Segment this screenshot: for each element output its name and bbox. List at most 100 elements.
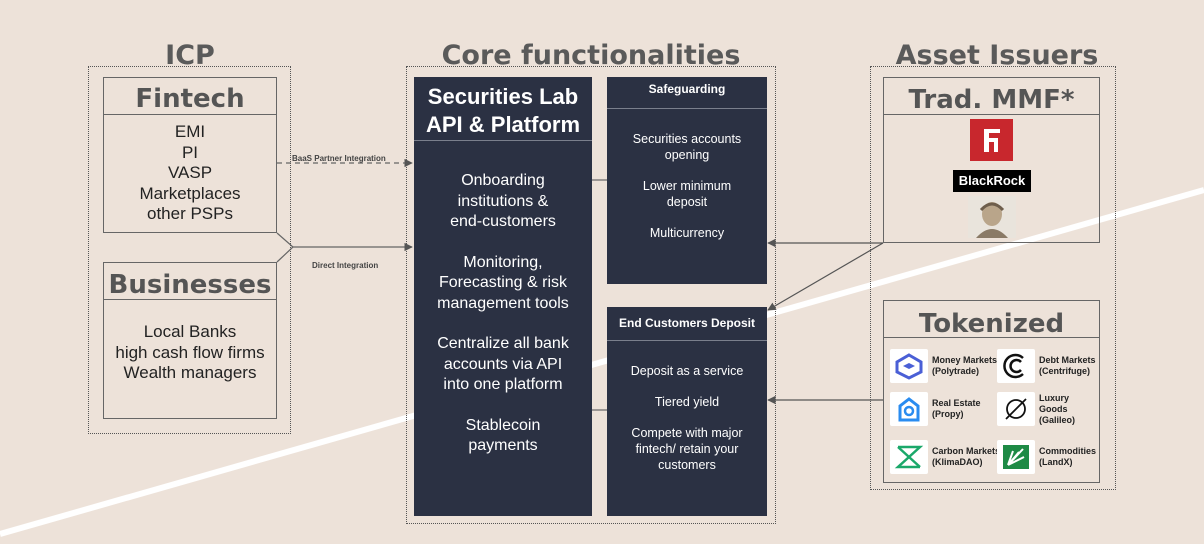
galileo-icon <box>997 392 1035 426</box>
tokenized-label-line: Debt Markets <box>1039 355 1096 365</box>
safeguarding-title: Safeguarding <box>607 77 767 109</box>
tokenized-label-line: (LandX) <box>1039 457 1073 467</box>
tokenized-label-line: (Propy) <box>932 409 964 419</box>
fintech-box: Fintech EMI PI VASP Marketplaces other P… <box>103 77 277 233</box>
tokenized-label-line: Money Markets <box>932 355 998 365</box>
safeguarding-item: Lower minimum deposit <box>607 178 767 210</box>
platform-item-line: payments <box>468 437 538 454</box>
fintech-item: other PSPs <box>147 204 233 223</box>
platform-title: Securities Lab API & Platform <box>414 77 592 141</box>
fintech-item: PI <box>181 142 199 162</box>
platform-item-line: Centralize all bank <box>437 335 569 352</box>
decorative-diagonal-line <box>0 187 1204 537</box>
tokenized-item-carbon-markets: Carbon Markets (KlimaDAO) <box>890 440 1000 474</box>
tokenized-label-line: (Galileo) <box>1039 414 1076 425</box>
tokenized-label-line: Real Estate <box>932 398 981 408</box>
propy-icon <box>890 392 928 426</box>
platform-panel: Securities Lab API & Platform Onboarding… <box>414 77 592 516</box>
safeguarding-item-line: Securities accounts <box>632 132 742 146</box>
tokenized-label: Debt Markets (Centrifuge) <box>1039 355 1096 377</box>
deposit-list: Deposit as a service Tiered yield Compet… <box>607 341 767 473</box>
tokenized-box: Tokenized Money Markets (Polytrade) Debt… <box>883 300 1100 483</box>
platform-item: Stablecoin payments <box>414 416 592 457</box>
platform-title-line: Securities Lab <box>427 84 579 109</box>
fintech-item: VASP <box>167 163 213 182</box>
asset-issuers-heading: Asset Issuers <box>895 40 1099 71</box>
businesses-list: Local Banks high cash flow firms Wealth … <box>104 300 276 384</box>
icp-heading: ICP <box>165 40 215 71</box>
tokenized-label: Carbon Markets (KlimaDAO) <box>932 446 1000 468</box>
deposit-item-line: customers <box>658 458 716 472</box>
tokenized-label-line: Commodities <box>1039 446 1097 456</box>
franklin-templeton-logo-icon <box>968 196 1016 238</box>
fintech-title: Fintech <box>104 78 276 115</box>
direct-label: Direct Integration <box>312 261 379 270</box>
deposit-item: Tiered yield <box>607 394 767 410</box>
blackrock-logo: BlackRock <box>953 170 1031 192</box>
platform-item-line: Onboarding <box>461 172 545 189</box>
fidelity-logo-icon <box>970 119 1013 161</box>
platform-list: Onboarding institutions & end-customers … <box>414 141 592 457</box>
asset-issuers-group <box>870 66 1116 490</box>
platform-item-line: Monitoring, <box>463 253 543 271</box>
core-heading: Core functionalities <box>441 40 741 71</box>
platform-item-line: Stablecoin <box>465 416 541 434</box>
businesses-item: Wealth managers <box>123 363 257 382</box>
safeguarding-item-line: Multicurrency <box>649 226 725 240</box>
deposit-panel: End Customers Deposit Deposit as a servi… <box>607 307 767 516</box>
safeguarding-item-line: Lower minimum <box>642 179 732 193</box>
tokenized-label-line: (KlimaDAO) <box>932 457 983 467</box>
landx-icon <box>997 440 1035 474</box>
safeguarding-item-line: deposit <box>666 195 708 209</box>
tokenized-label-line: (Polytrade) <box>932 366 980 376</box>
core-group <box>406 66 776 524</box>
icp-group <box>88 66 291 434</box>
platform-item-line: institutions & <box>457 192 549 210</box>
mmf-deposit-arrow <box>767 242 884 311</box>
platform-title-line: API & Platform <box>425 112 581 137</box>
deposit-item: Deposit as a service <box>607 363 767 379</box>
safeguarding-list: Securities accounts opening Lower minimu… <box>607 109 767 241</box>
platform-item-line: management tools <box>437 294 569 312</box>
trad-mmf-box: Trad. MMF* BlackRock <box>883 77 1100 243</box>
businesses-title: Businesses <box>104 263 276 300</box>
tokenized-item-debt-markets: Debt Markets (Centrifuge) <box>997 349 1096 383</box>
tokenized-label-line: Luxury Goods <box>1039 392 1070 414</box>
centrifuge-icon <box>997 349 1035 383</box>
tokenized-item-luxury-goods: Luxury Goods (Galileo) <box>997 392 1099 426</box>
platform-item-line: end-customers <box>450 213 556 230</box>
deposit-item-line: fintech/ retain your <box>635 442 739 456</box>
tokenized-label: Money Markets (Polytrade) <box>932 355 997 377</box>
tokenized-label-line: (Centrifuge) <box>1039 366 1090 376</box>
safeguarding-item-line: opening <box>664 148 710 162</box>
fintech-item: EMI <box>174 122 206 141</box>
fintech-item: Marketplaces <box>139 183 241 203</box>
platform-item: Monitoring, Forecasting & risk managemen… <box>414 253 592 315</box>
tokenized-item-real-estate: Real Estate (Propy) <box>890 392 981 426</box>
businesses-item: high cash flow firms <box>115 342 265 362</box>
baas-label: BaaS Partner Integration <box>292 154 386 163</box>
trad-mmf-title: Trad. MMF* <box>884 78 1099 115</box>
deposit-item-line: Tiered yield <box>654 395 720 409</box>
safeguarding-item: Securities accounts opening <box>607 131 767 163</box>
deposit-item: Compete with major fintech/ retain your … <box>607 425 767 473</box>
deposit-title: End Customers Deposit <box>607 307 767 341</box>
safeguarding-item: Multicurrency <box>607 225 767 241</box>
fintech-list: EMI PI VASP Marketplaces other PSPs <box>104 115 276 225</box>
safeguarding-panel: Safeguarding Securities accounts opening… <box>607 77 767 284</box>
tokenized-label: Luxury Goods (Galileo) <box>1039 393 1099 426</box>
platform-item: Centralize all bank accounts via API int… <box>414 334 592 396</box>
tokenized-label-line: Carbon Markets <box>932 446 1001 456</box>
tokenized-item-money-markets: Money Markets (Polytrade) <box>890 349 997 383</box>
deposit-item-line: Deposit as a service <box>630 364 744 378</box>
platform-item-line: accounts via API <box>443 355 563 373</box>
tokenized-title: Tokenized <box>884 301 1099 339</box>
businesses-item: Local Banks <box>143 322 237 341</box>
deposit-item-line: Compete with major <box>631 426 743 440</box>
tokenized-label: Commodities (LandX) <box>1039 446 1096 468</box>
tokenized-label: Real Estate (Propy) <box>932 398 981 420</box>
tokenized-item-commodities: Commodities (LandX) <box>997 440 1096 474</box>
platform-item-line: Forecasting & risk <box>438 274 568 291</box>
businesses-box: Businesses Local Banks high cash flow fi… <box>103 262 277 419</box>
